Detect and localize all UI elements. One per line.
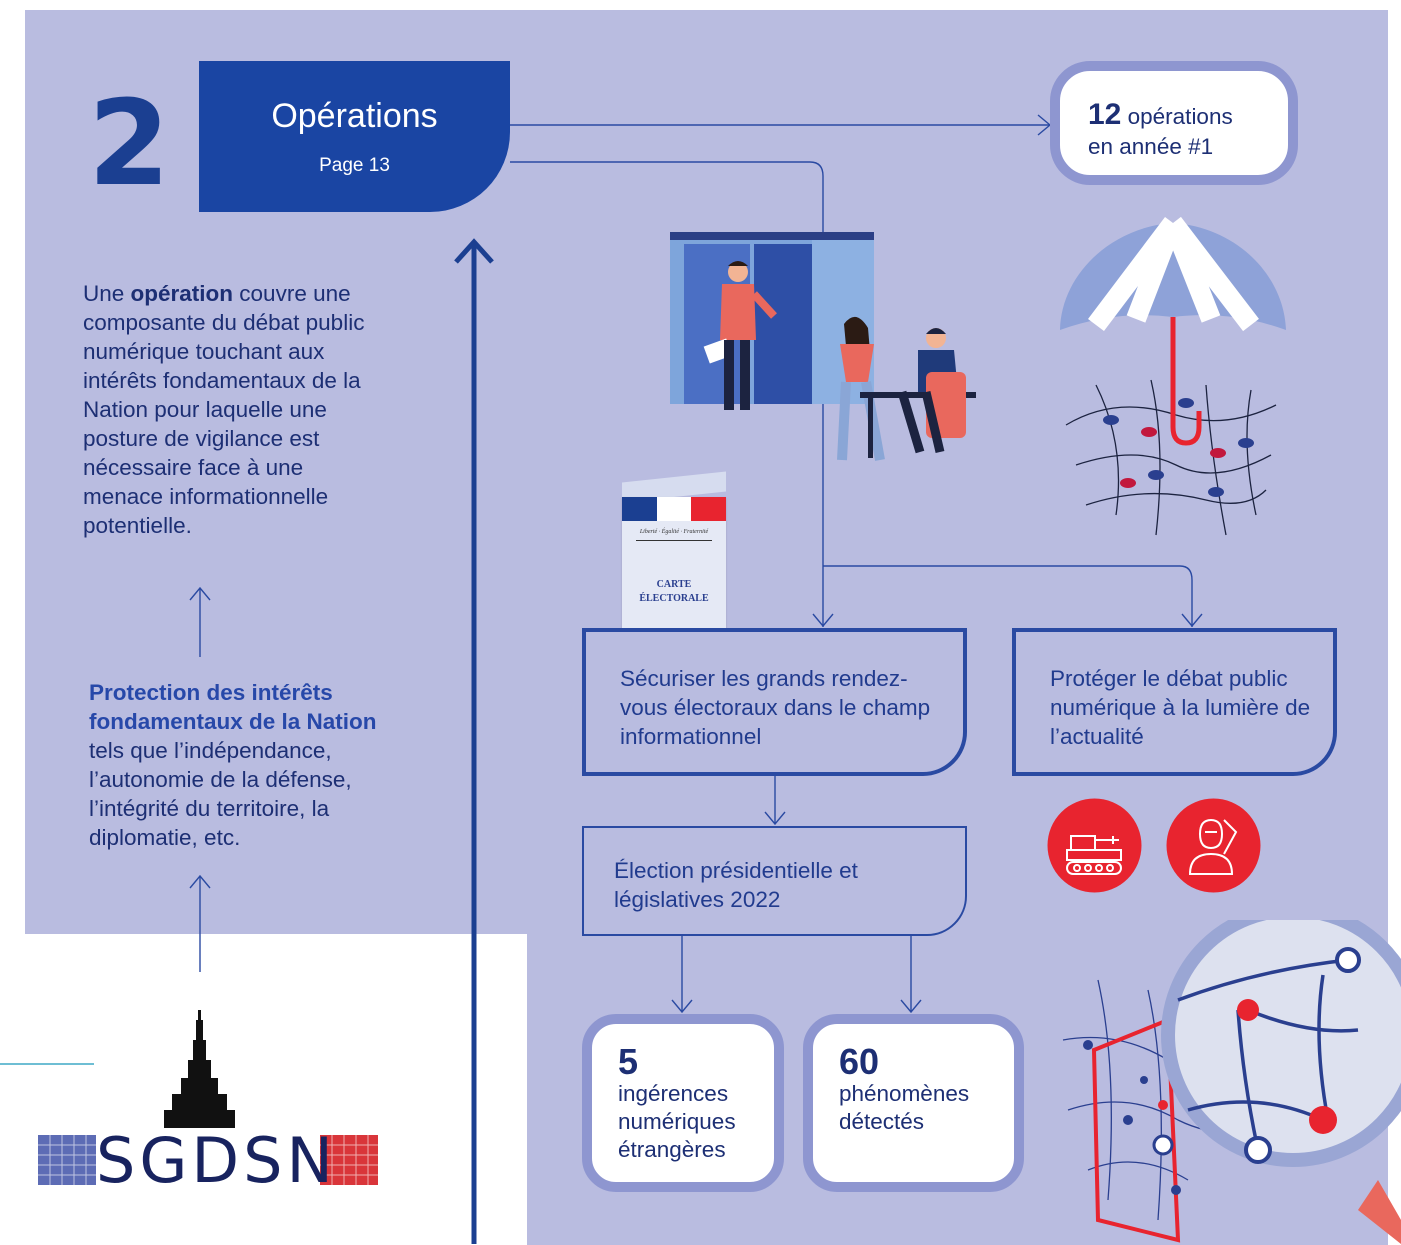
definition-text: couvre une composante du débat public nu… (83, 281, 365, 538)
election-2022-box: Élection présidentielle et législatives … (582, 826, 967, 936)
flag-red (691, 497, 726, 521)
card-title-1: CARTE (656, 579, 692, 590)
tank-icon (1047, 798, 1142, 893)
operation-definition: Une opération couvre une composante du d… (83, 279, 383, 540)
protection-keyword: Protection des intérêts fondamentaux de … (89, 680, 377, 734)
sgdsn-wordmark: SGDSN (96, 1124, 337, 1197)
sgdsn-logo (38, 1010, 378, 1185)
section-title-box: Opérations Page 13 (199, 61, 510, 212)
card-motto: Liberté · Égalité · Fraternité (639, 529, 709, 535)
card-title-2: ÉLECTORALE (639, 593, 709, 604)
definition-keyword: opération (130, 281, 234, 306)
page-reference: Page 13 (319, 155, 390, 176)
secure-elections-box: Sécuriser les grands rendez-vous élector… (582, 628, 967, 776)
protection-text: Protection des intérêts fondamentaux de … (89, 678, 409, 852)
interference-count: 5 (618, 1041, 639, 1082)
magnifier-network-illustration (1062, 920, 1401, 1244)
protect-debate-box: Protéger le débat public numérique à la … (1012, 628, 1337, 776)
operations-stat: 12 opérations en année #1 (1050, 61, 1298, 185)
section-title: Opérations (271, 97, 438, 135)
protect-debate-text: Protéger le débat public numérique à la … (1050, 666, 1311, 749)
phenomena-count: 60 (839, 1041, 880, 1082)
operations-label: opérations (1127, 104, 1233, 129)
definition-prefix: Une (83, 281, 131, 306)
section-number: 2 (88, 74, 170, 212)
phenomena-label: phénomènes détectés (839, 1081, 970, 1134)
umbrella-network-illustration (1060, 216, 1286, 536)
flag-white (657, 497, 691, 521)
secure-elections-text: Sécuriser les grands rendez-vous élector… (620, 666, 931, 749)
voter-card: Liberté · Égalité · Fraternité CARTE ÉLE… (622, 471, 726, 647)
flag-blue (622, 497, 657, 521)
interference-label: ingérences numériques étrangères (618, 1081, 736, 1162)
phenomena-stat: 60 phénomènes détectés (803, 1014, 1024, 1192)
card-divider (636, 540, 712, 541)
armed-person-icon (1166, 798, 1261, 893)
election-2022-text: Élection présidentielle et législatives … (614, 858, 858, 912)
voter-card-front: Liberté · Égalité · Fraternité CARTE ÉLE… (622, 497, 726, 647)
operations-count: 12 (1088, 98, 1122, 131)
interference-stat: 5 ingérences numériques étrangères (582, 1014, 784, 1192)
voting-booth-illustration (670, 232, 976, 461)
operations-period: en année #1 (1088, 134, 1214, 159)
protection-detail: tels que l’indépendance, l’autonomie de … (89, 738, 352, 850)
